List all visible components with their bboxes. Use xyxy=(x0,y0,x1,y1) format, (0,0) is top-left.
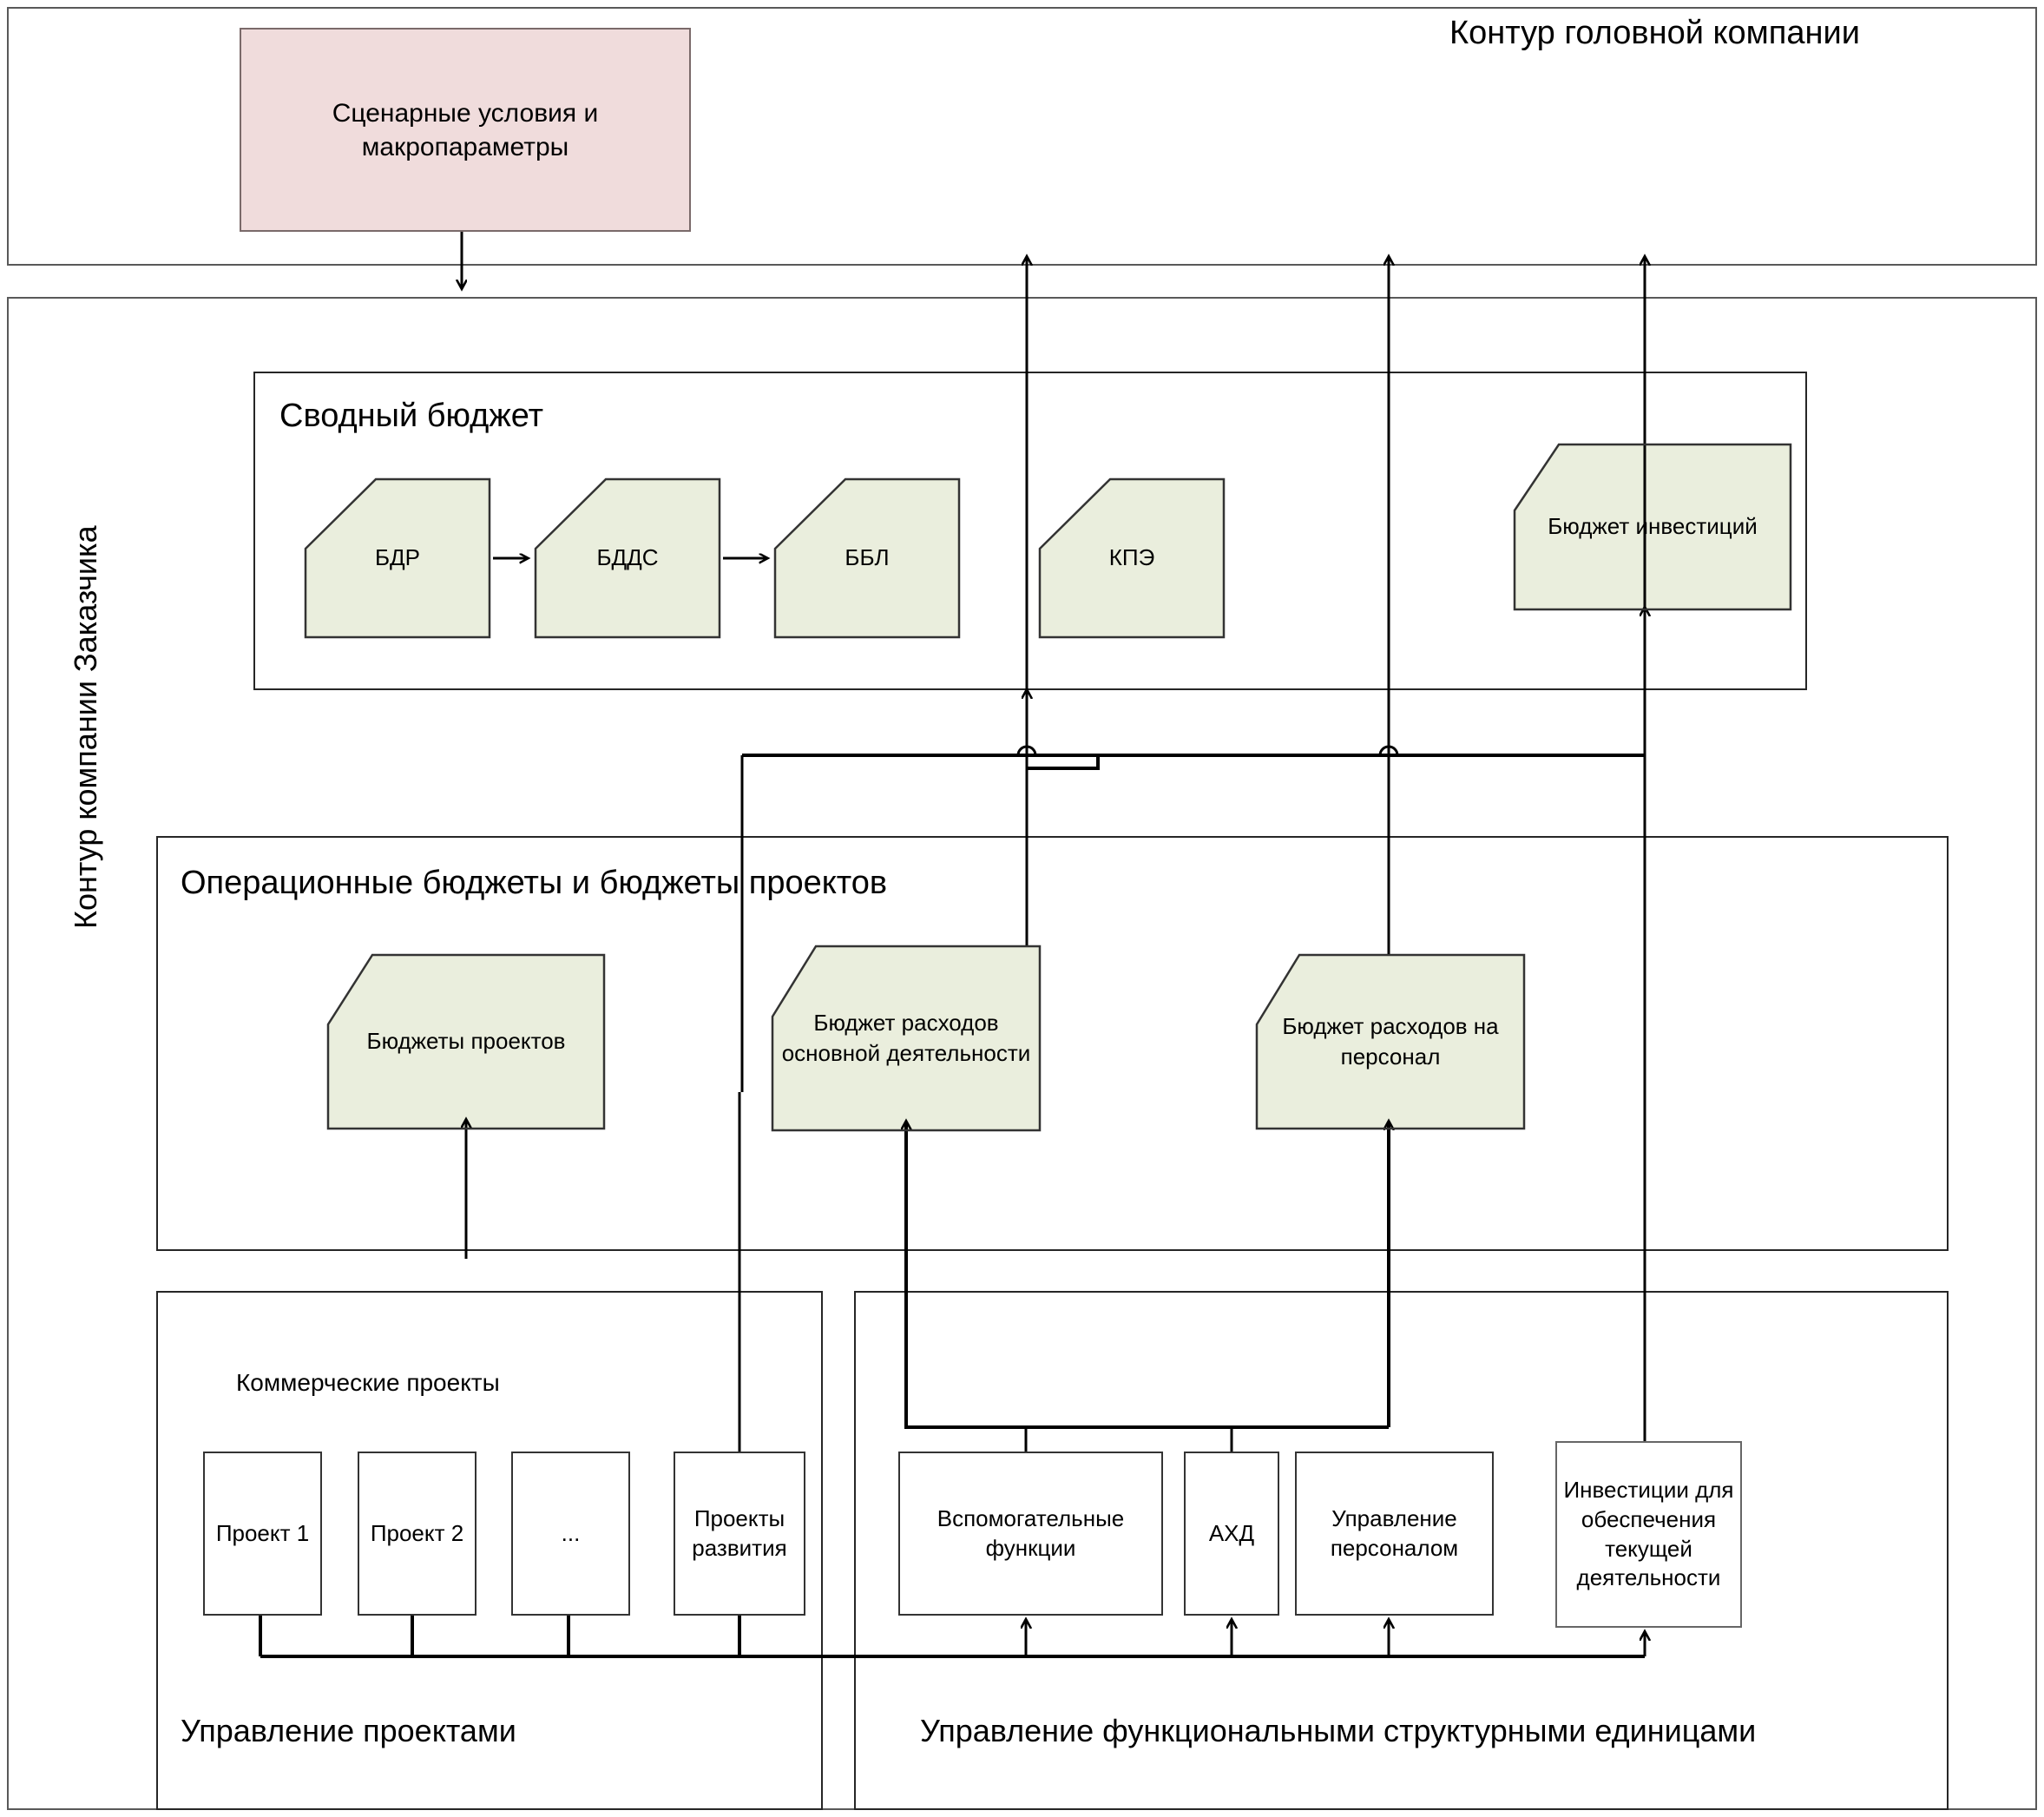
project-box-2[interactable]: Проект 2 xyxy=(358,1452,476,1616)
project-management-section xyxy=(156,1291,823,1810)
project-box-more[interactable]: ... xyxy=(511,1452,630,1616)
budget-shape-personnel-expenses[interactable]: Бюджет расходов на персонал xyxy=(1257,955,1524,1129)
function-box-ahd[interactable]: АХД xyxy=(1184,1452,1279,1616)
customer-company-title: Контур компании Заказчика xyxy=(68,525,103,929)
commercial-projects-label: Коммерческие проекты xyxy=(236,1369,500,1396)
function-box-support[interactable]: Вспомогательные функции xyxy=(898,1452,1163,1616)
budget-shape-projects[interactable]: Бюджеты проектов xyxy=(328,955,604,1129)
function-box-investments-current[interactable]: Инвестиции для обеспечения текущей деяте… xyxy=(1555,1441,1742,1628)
functional-management-section xyxy=(854,1291,1949,1810)
project-box-development[interactable]: Проекты развития xyxy=(674,1452,805,1616)
scenario-conditions-box[interactable]: Сценарные условия и макропараметры xyxy=(240,28,691,232)
function-box-hr[interactable]: Управление персоналом xyxy=(1295,1452,1494,1616)
operational-budgets-title: Операционные бюджеты и бюджеты проектов xyxy=(181,865,888,901)
budget-shape-investments[interactable]: Бюджет инвестиций xyxy=(1515,444,1791,609)
summary-budget-title: Сводный бюджет xyxy=(279,398,544,434)
head-company-title: Контур головной компании xyxy=(1449,15,1860,51)
project-management-title: Управление проектами xyxy=(181,1713,516,1748)
project-box-1[interactable]: Проект 1 xyxy=(203,1452,322,1616)
functional-management-title: Управление функциональными структурными … xyxy=(920,1713,1757,1748)
budget-shape-core-activity-expenses[interactable]: Бюджет расходов основной деятельности xyxy=(772,946,1040,1130)
